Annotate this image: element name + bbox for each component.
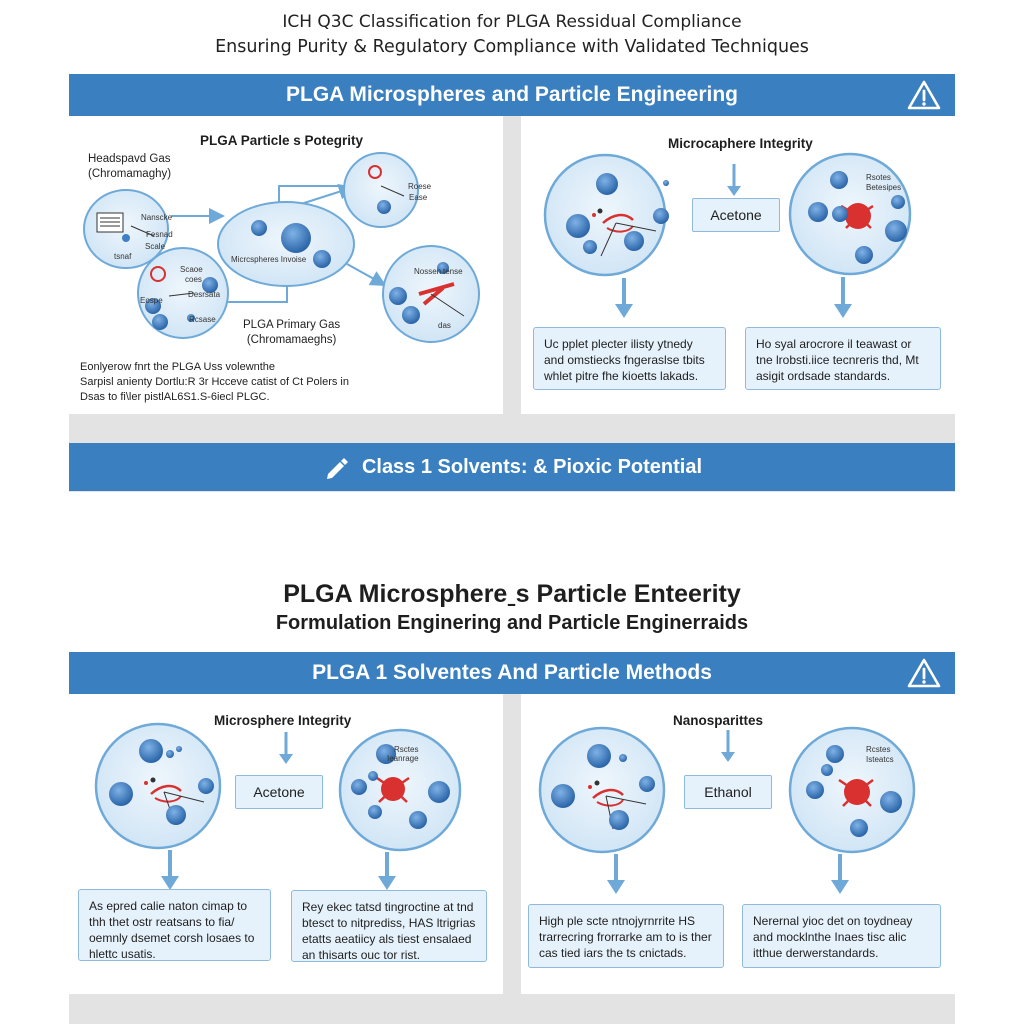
warning-icon <box>907 80 941 110</box>
page-subtitle: Ensuring Purity & Regulatory Compliance … <box>215 37 809 57</box>
panel1-node-left-label-4: tsnaf <box>114 252 132 261</box>
panel1-heading: PLGA Particle s Potegrity <box>200 133 364 148</box>
panel3-solvent-box: Acetone <box>235 775 323 809</box>
page-title: ICH Q3C Classification for PLGA Ressidua… <box>282 12 742 32</box>
section2-subtitle: Formulation Enginering and Particle Engi… <box>275 612 749 634</box>
panel2-diagram <box>543 152 912 318</box>
section-banner-3: PLGA 1 Solventes And Particle Methods <box>69 652 955 694</box>
panel2-node-label-1: Rsotes <box>866 173 891 182</box>
panel1-node-lower-label-2: coes <box>185 275 202 284</box>
panel1-node-top-label-1: Roese <box>408 182 432 191</box>
panel4-note-right: Nerernal yioc det on toydneay and mockln… <box>742 904 941 968</box>
panel1-node-lower-label-5: Rcsase <box>189 315 216 324</box>
panel3-node-label-1: Rsctes <box>394 745 419 754</box>
panel1-node-left-label-3: Scale <box>145 242 166 251</box>
section-banner-1-label: PLGA Microspheres and Particle Engineeri… <box>285 83 738 106</box>
panel3-heading: Microsphere Integrity <box>214 713 352 728</box>
panel2-node-label-2: Betesipes <box>866 183 902 192</box>
pen-icon <box>326 458 348 479</box>
panel1-node-left-label-1: Nanscke <box>141 213 173 222</box>
panel4-heading: Nanosparittes <box>673 713 764 728</box>
panel1-node-lower-label-1: Scaoe <box>180 265 203 274</box>
panel4-node-label-1: Rcstes <box>866 745 891 754</box>
panel3-note-right: Rey ekec tatsd tingroctine at tnd btesct… <box>291 890 487 962</box>
panel1-node-left-label-2: Fesnad <box>146 230 173 239</box>
panel3-note-left: As epred calie naton cimap to thh thet o… <box>78 889 271 961</box>
panel1-bottom-label: PLGA Primary Gas (Chromamaeghs) <box>243 319 341 346</box>
panel2-note-right: Ho syal arocrore il teawast or tne lrobs… <box>745 327 941 390</box>
section-banner-2: Class 1 Solvents: & Pioxic Potential <box>69 443 955 491</box>
panel2-solvent-box: Acetone <box>692 198 780 232</box>
panel1-node-lower-label-3: Eospe <box>140 296 163 305</box>
panel4-note-left: High ple scte ntnojyrnrrite HS trarrecri… <box>528 904 724 968</box>
section-banner-1: PLGA Microspheres and Particle Engineeri… <box>69 74 955 116</box>
panel1-center-label: Micrcspheres Invoise <box>231 255 307 264</box>
section-banner-2-label: Class 1 Solvents: & Pioxic Potential <box>361 455 703 478</box>
warning-icon-2 <box>907 658 941 688</box>
panel1-node-right-label-3: das <box>438 321 451 330</box>
panel3-diagram <box>94 722 462 890</box>
panel4-diagram <box>538 726 916 894</box>
panel1-node-top-label-2: Ease <box>409 193 428 202</box>
panel4-node-label-2: Isteatcs <box>866 755 894 764</box>
section-banner-3-label: PLGA 1 Solventes And Particle Methods <box>312 661 712 684</box>
section2-title: PLGA Microsphereˍs Particle Enteerity <box>283 580 741 608</box>
panel2-heading: Microcaphere Integrity <box>668 136 813 151</box>
panel1-left-label: Headspavd Gas (Chromamaghy) <box>88 153 172 180</box>
panel1-node-lower-label-4: Desrsata <box>188 290 221 299</box>
panel1-node-right-label-1: Nossen <box>414 267 442 276</box>
panel2-note-left: Uc pplet plecter ilisty ytnedy and omsti… <box>533 327 726 390</box>
panel4-solvent-box: Ethanol <box>684 775 772 809</box>
panel3-node-label-2: Ieanrage <box>387 754 419 763</box>
panel1-node-right-label-2: tense <box>443 267 463 276</box>
panel1-diagram <box>83 152 480 343</box>
panel1-footnote: Eonlyerow fnrt the PLGA Uss volewnthe Sa… <box>80 361 349 403</box>
